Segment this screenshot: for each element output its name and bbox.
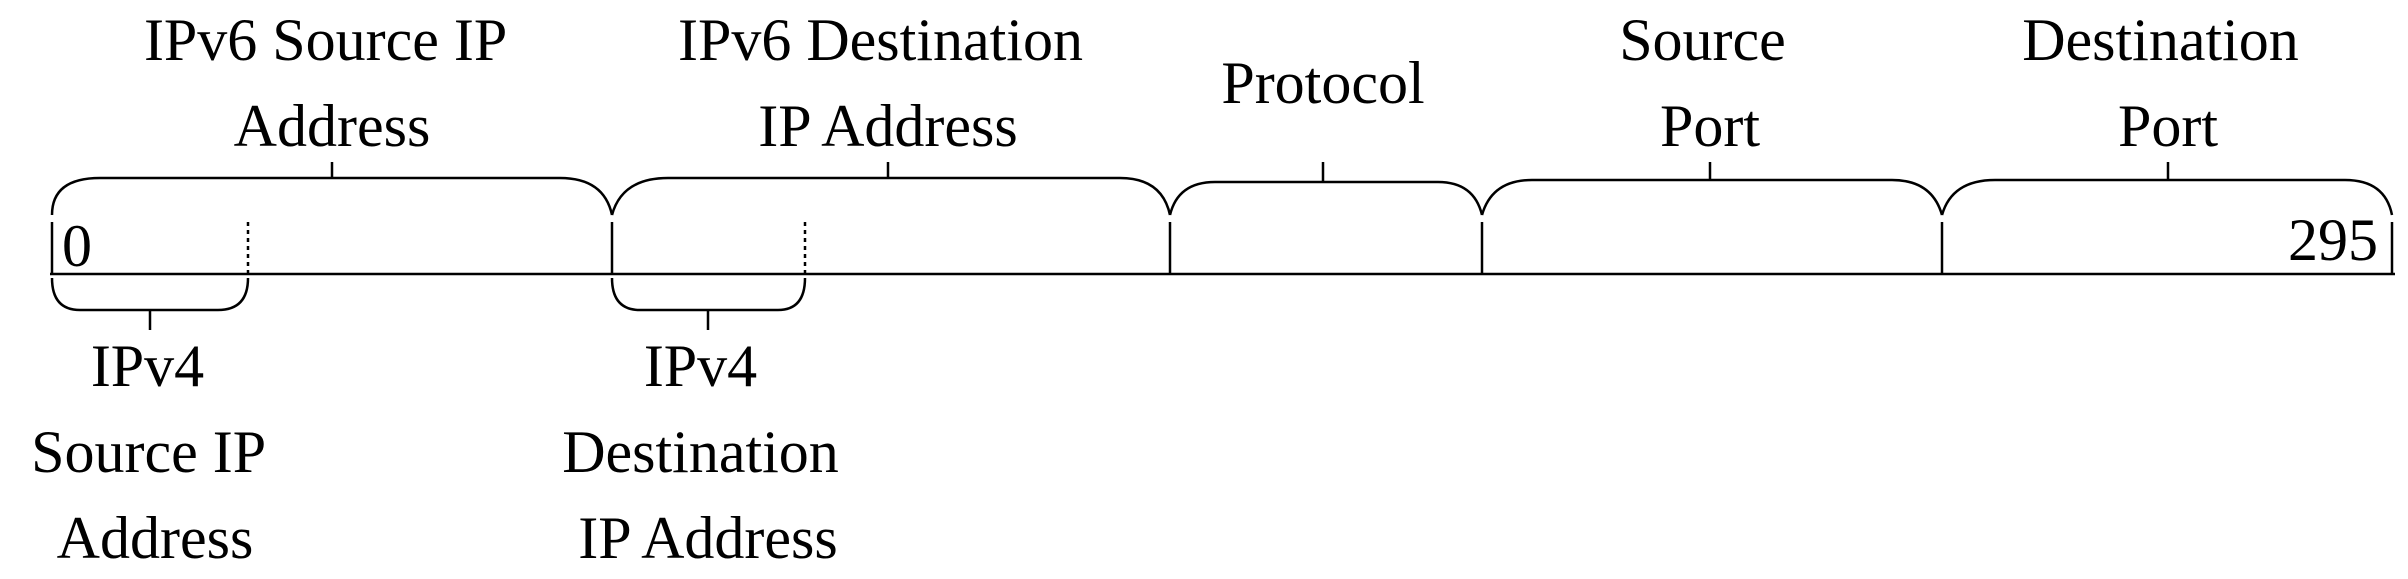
top-braces	[50, 162, 2394, 216]
axis: 0 295	[50, 207, 2395, 279]
brace-ipv4-source	[50, 277, 250, 330]
brace-ipv6-destination	[610, 162, 1172, 216]
bottom-braces	[50, 277, 807, 330]
brace-source-port	[1480, 162, 1944, 216]
range-end-label: 295	[2288, 207, 2378, 273]
brace-protocol	[1168, 162, 1484, 216]
range-start-label: 0	[62, 213, 92, 279]
brace-destination-port	[1940, 162, 2394, 216]
bottom-labels: IPv4 Source IP Address IPv4 Destination …	[31, 333, 854, 571]
label-destination-port: Destination Port	[2022, 7, 2314, 159]
label-protocol: Protocol	[1221, 50, 1424, 116]
top-labels: IPv6 Source IP Address IPv6 Destination …	[144, 7, 2314, 159]
brace-ipv4-destination	[610, 277, 807, 330]
label-source-port: Source Port	[1619, 7, 1801, 159]
label-ipv4-destination-ip-address: IPv4 Destination IP Address	[562, 333, 854, 571]
label-ipv6-destination-ip-address: IPv6 Destination IP Address	[678, 7, 1098, 159]
label-ipv4-source-ip-address: IPv4 Source IP Address	[31, 333, 279, 571]
brace-ipv6-source	[50, 162, 614, 216]
label-ipv6-source-ip-address: IPv6 Source IP Address	[144, 7, 520, 159]
